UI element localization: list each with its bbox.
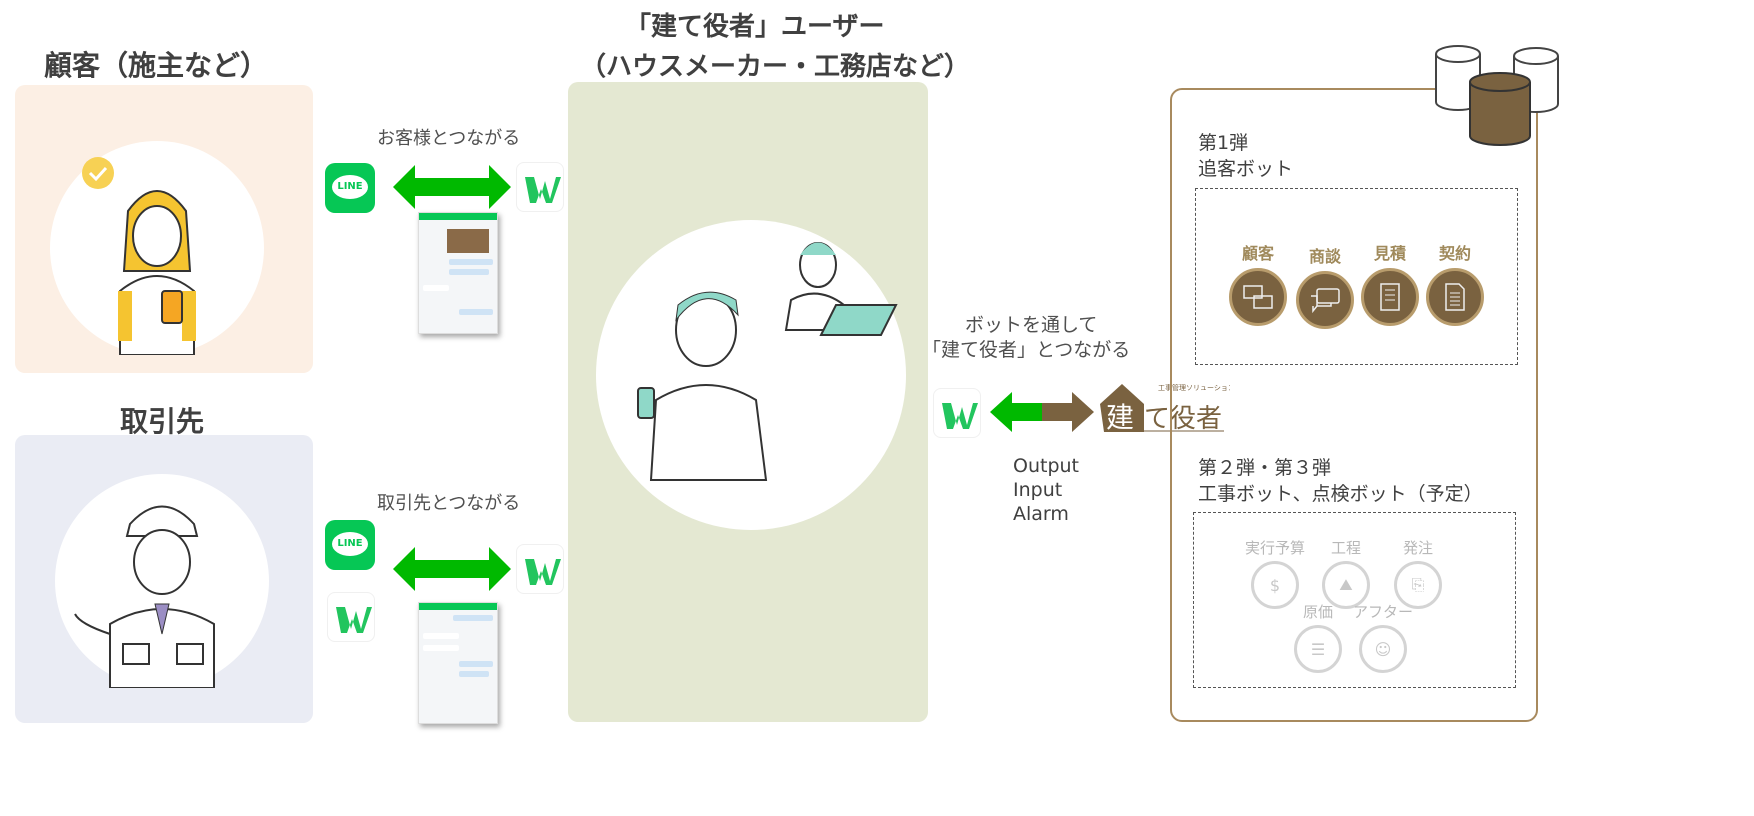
- phase1-subtitle: 追客ボット: [1198, 158, 1294, 180]
- svg-text:建: 建: [1106, 401, 1134, 434]
- user-panel: [568, 82, 928, 722]
- phase2-subtitle: 工事ボット、点検ボット（予定）: [1198, 483, 1483, 505]
- phase2-item-budget: 実行予算 $: [1238, 537, 1312, 609]
- io-alarm: Alarm: [1013, 503, 1069, 525]
- partner-title: 取引先: [120, 405, 205, 438]
- bidirectional-arrow-icon: [393, 547, 511, 591]
- line-chat-screenshot: [418, 212, 498, 334]
- database-icon: [1435, 45, 1559, 146]
- phase2-item-schedule: 工程 ⛰: [1316, 537, 1376, 609]
- bot-arrow-icon: [990, 392, 1094, 432]
- w-app-icon: [933, 388, 981, 438]
- bot-link-line1: ボットを通して: [965, 314, 1098, 336]
- user-title-line1: 「建て役者」ユーザー: [625, 12, 885, 42]
- bidirectional-arrow-icon: [393, 165, 511, 209]
- phase1-box: [1195, 188, 1518, 365]
- customer-panel: [15, 85, 313, 373]
- bot-roadmap-panel: [1170, 88, 1538, 722]
- line-label: LINE: [332, 532, 368, 556]
- customer-title: 顧客（施主など）: [44, 49, 269, 82]
- phase1-item-customer: 顧客: [1226, 240, 1290, 326]
- svg-text:て役者: て役者: [1144, 404, 1222, 434]
- item-label: 見積: [1373, 244, 1406, 263]
- cost-document-icon: ☰: [1294, 625, 1342, 673]
- user-title-line2: （ハウスメーカー・工務店など）: [580, 52, 971, 82]
- bot-link-line2: 「建て役者」とつながる: [922, 339, 1131, 361]
- chat-bubbles-icon: [1296, 271, 1354, 329]
- svg-text:工事管理ソリューション: 工事管理ソリューション: [1158, 383, 1230, 392]
- io-output: Output: [1013, 455, 1079, 477]
- phase2-box: [1193, 512, 1516, 688]
- order-icon: ⎘: [1394, 561, 1442, 609]
- phase2-item-aftercare: アフター ☺: [1348, 601, 1418, 673]
- item-label: 実行予算: [1244, 539, 1305, 557]
- phase1-item-negotiation: 商談: [1293, 243, 1357, 329]
- phase1-title: 第1弾: [1198, 132, 1249, 154]
- item-label: 商談: [1308, 247, 1341, 266]
- w-app-icon: [516, 162, 564, 212]
- io-list: Output Input Alarm: [1013, 454, 1079, 526]
- item-label: 工程: [1330, 539, 1361, 557]
- notebook-icon: [1361, 268, 1419, 326]
- item-label: 発注: [1402, 539, 1433, 557]
- smile-icon: ☺: [1359, 625, 1407, 673]
- phase2-title: 第２弾・第３弾: [1198, 457, 1332, 479]
- phase1-item-estimate: 見積: [1358, 240, 1422, 326]
- partner-panel: [15, 435, 313, 723]
- w-app-icon: [327, 592, 375, 642]
- works-chat-screenshot: [418, 602, 498, 724]
- item-label: 顧客: [1241, 244, 1274, 263]
- partner-link-label: 取引先とつながる: [377, 493, 521, 514]
- partner-illustration: [55, 474, 269, 689]
- io-input: Input: [1013, 479, 1063, 501]
- item-label: 原価: [1302, 603, 1333, 621]
- document-icon: [1426, 268, 1484, 326]
- woman-with-phone-icon: [82, 157, 196, 356]
- line-app-icon: LINE: [325, 520, 375, 570]
- tateyakusha-logo: 建て役者 工事管理ソリューション: [1100, 380, 1235, 435]
- customer-illustration: [50, 141, 264, 356]
- line-label: LINE: [332, 175, 368, 199]
- phase1-item-contract: 契約: [1423, 240, 1487, 326]
- line-app-icon: LINE: [325, 163, 375, 213]
- w-app-icon: [516, 544, 564, 594]
- item-label: 契約: [1438, 244, 1471, 263]
- dollar-chart-icon: $: [1251, 561, 1299, 609]
- folders-icon: [1229, 268, 1287, 326]
- customer-link-label: お客様とつながる: [377, 128, 521, 149]
- phase2-item-cost: 原価 ☰: [1288, 601, 1348, 673]
- phase2-item-order: 発注 ⎘: [1388, 537, 1448, 609]
- user-illustration: [596, 220, 906, 530]
- business-people-icon: [637, 242, 898, 481]
- item-label: アフター: [1352, 603, 1413, 621]
- mountain-flag-icon: ⛰: [1322, 561, 1370, 609]
- construction-worker-icon: [74, 505, 215, 689]
